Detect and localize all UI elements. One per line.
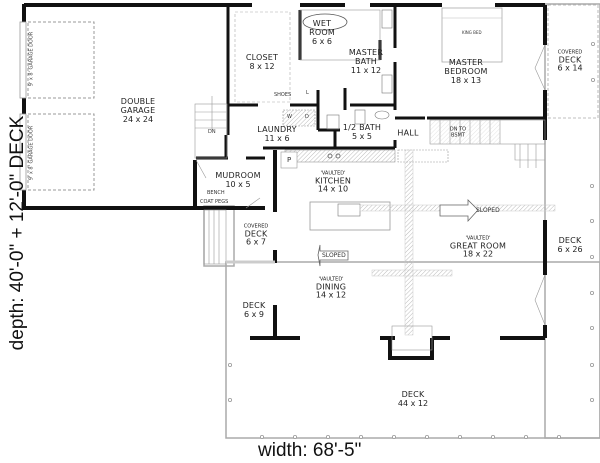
room-wet-room: WET ROOM 6 x 6: [309, 18, 335, 46]
linen-label: L: [306, 90, 309, 96]
room-mudroom: MUDROOM 10 x 5: [215, 171, 261, 189]
pantry-label: P: [287, 156, 292, 164]
room-deck-right: DECK 6 x 26: [557, 236, 583, 254]
room-laundry: LAUNDRY 11 x 6: [257, 125, 297, 143]
room-covered-deck-side: COVERED DECK 6 x 7: [243, 223, 269, 247]
garage-door-label-1: 9' x 8' GARAGE DOOR: [28, 31, 35, 87]
room-great-room: 'VAULTED' GREAT ROOM 18 x 22: [449, 235, 507, 259]
width-dimension: width: 68'-5": [258, 440, 362, 461]
kitchen-island: [309, 201, 391, 231]
washer-label: W: [287, 114, 292, 120]
stairs-down-label: DN: [208, 129, 216, 135]
room-covered-deck-top: COVERED DECK 6 x 14: [557, 49, 583, 73]
shoes-label: SHOES: [274, 92, 292, 98]
room-double-garage: DOUBLE GARAGE 24 x 24: [120, 96, 156, 124]
dining-sloped-label: SLOPED: [322, 252, 346, 259]
room-master-bedroom: MASTER BEDROOM 18 x 13: [444, 57, 488, 85]
dryer-label: D: [305, 114, 309, 120]
room-hall: HALL: [397, 128, 419, 138]
bench-label: BENCH: [207, 190, 225, 196]
garage-door-label-2: 9' x 8' GARAGE DOOR: [28, 125, 35, 181]
room-half-bath: 1/2 BATH 5 x 5: [342, 123, 382, 141]
bed-label: KING BED: [462, 30, 482, 35]
tub: [302, 13, 348, 31]
bed: [441, 7, 503, 63]
room-kitchen: 'VAULTED' KITCHEN 14 x 10: [314, 170, 352, 194]
coat-pegs-label: COAT PEGS: [200, 199, 229, 205]
exterior-walls: [22, 3, 547, 360]
room-closet: CLOSET 8 x 12: [245, 53, 279, 71]
room-deck-left: DECK 6 x 9: [242, 301, 266, 319]
depth-dimension: depth: 40'-0" + 12'-0" DECK: [7, 115, 28, 351]
room-master-bath: MASTER BATH 11 x 12: [348, 47, 384, 75]
stairs-note: DN TO BSMT: [449, 126, 467, 138]
room-dining: 'VAULTED' DINING 14 x 12: [315, 276, 347, 300]
garage-doors: [27, 21, 95, 191]
room-deck-bottom: DECK 44 x 12: [397, 390, 429, 408]
great-room-sloped-label: SLOPED: [476, 207, 500, 214]
